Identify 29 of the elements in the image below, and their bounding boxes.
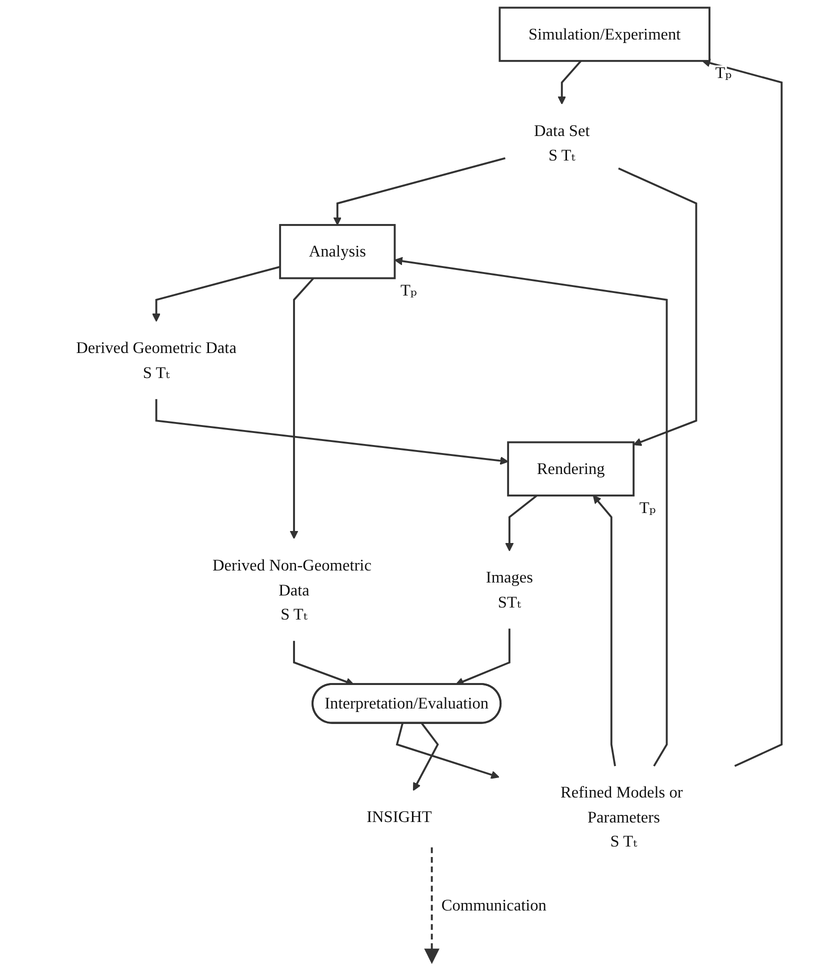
- arrow: [394, 256, 668, 767]
- node-text: Derived Geometric Data S Tₜ: [76, 338, 236, 382]
- node-text: Derived Non-Geometric Data S Tₜ: [212, 556, 372, 624]
- arrow: [333, 157, 506, 226]
- arrow: [293, 640, 354, 686]
- node-annotation: Tₚ: [400, 280, 417, 300]
- arrow: [290, 278, 314, 540]
- arrow: [505, 494, 538, 552]
- node-text: Images STₜ: [486, 568, 533, 611]
- arrow: [592, 495, 616, 766]
- node-annotation: Tₚ: [715, 63, 732, 82]
- arrow: [412, 722, 439, 791]
- arrow: [455, 628, 510, 686]
- arrow: [152, 266, 280, 322]
- node-text: Data Set S Tₜ: [534, 121, 590, 164]
- arrow: [424, 847, 440, 964]
- arrow: [558, 60, 582, 104]
- arrow: [618, 168, 698, 446]
- process-box: Simulation/Experiment: [498, 6, 710, 62]
- process-box: Analysis: [279, 224, 396, 280]
- arrow: [155, 399, 508, 465]
- node-annotation: Tₚ: [639, 498, 656, 517]
- node-text: Refined Models or Parameters S Tₜ: [560, 783, 683, 850]
- arrow: [396, 723, 500, 779]
- edge-label: Communication: [441, 896, 546, 915]
- process-ellipse: Interpretation/Evaluation: [312, 683, 502, 724]
- process-box: Rendering: [507, 441, 635, 496]
- arrow: [702, 58, 783, 767]
- node-text: INSIGHT: [366, 808, 432, 826]
